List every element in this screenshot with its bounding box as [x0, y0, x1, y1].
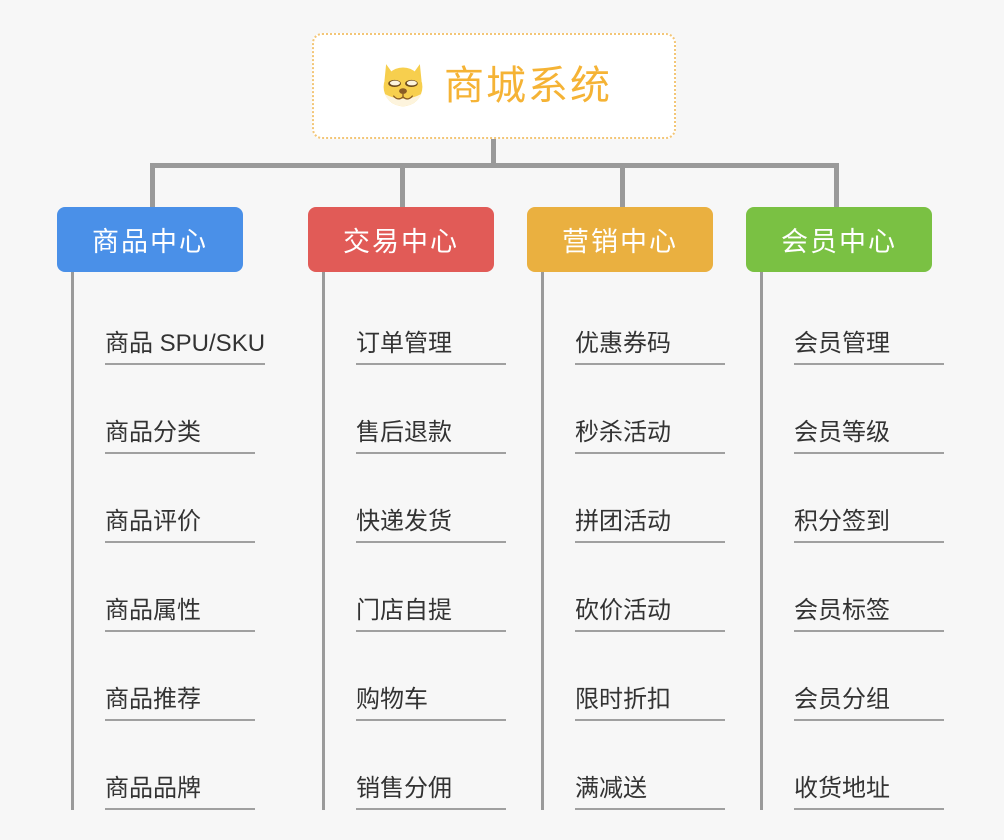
list-item[interactable]: 售后退款	[356, 365, 506, 454]
list-item[interactable]: 积分签到	[794, 454, 944, 543]
leaf-label: 满减送	[575, 775, 725, 810]
leaf-label: 销售分佣	[356, 775, 506, 810]
leaf-label: 订单管理	[356, 330, 506, 365]
leaf-label: 积分签到	[794, 508, 944, 543]
connector-drop-4	[834, 163, 839, 209]
list-item[interactable]: 限时折扣	[575, 632, 725, 721]
leaf-label: 砍价活动	[575, 597, 725, 632]
leaf-label: 门店自提	[356, 597, 506, 632]
list-item[interactable]: 优惠券码	[575, 276, 725, 365]
list-item[interactable]: 订单管理	[356, 276, 506, 365]
leaf-label: 拼团活动	[575, 508, 725, 543]
connector-drop-2	[400, 163, 405, 209]
category-header-label: 会员中心	[781, 227, 897, 257]
leaf-label: 商品推荐	[105, 686, 255, 721]
list-item[interactable]: 门店自提	[356, 543, 506, 632]
category-header-label: 商品中心	[92, 227, 208, 257]
list-item[interactable]: 会员等级	[794, 365, 944, 454]
leaf-label: 会员等级	[794, 419, 944, 454]
list-item[interactable]: 秒杀活动	[575, 365, 725, 454]
list-item[interactable]: 满减送	[575, 721, 725, 810]
list-item[interactable]: 会员管理	[794, 276, 944, 365]
list-item[interactable]: 拼团活动	[575, 454, 725, 543]
root-title: 商城系统	[444, 64, 612, 108]
list-item[interactable]: 商品品牌	[105, 721, 265, 810]
leaf-label: 商品属性	[105, 597, 255, 632]
list-item[interactable]: 购物车	[356, 632, 506, 721]
root-node[interactable]: 商城系统	[312, 33, 676, 139]
connector-horizontal-bar	[150, 163, 839, 168]
leaf-list-marketing: 优惠券码 秒杀活动 拼团活动 砍价活动 限时折扣 满减送	[541, 272, 725, 810]
leaf-list-product: 商品 SPU/SKU 商品分类 商品评价 商品属性 商品推荐 商品品牌	[71, 272, 266, 810]
connector-drop-3	[620, 163, 625, 209]
leaf-list-member: 会员管理 会员等级 积分签到 会员标签 会员分组 收货地址	[760, 272, 944, 810]
category-header-member[interactable]: 会员中心	[746, 207, 932, 272]
shiba-dog-face-icon	[376, 59, 430, 113]
list-item[interactable]: 商品推荐	[105, 632, 265, 721]
list-item[interactable]: 快递发货	[356, 454, 506, 543]
leaf-label: 售后退款	[356, 419, 506, 454]
category-header-marketing[interactable]: 营销中心	[527, 207, 713, 272]
category-column-product: 商品中心 商品 SPU/SKU 商品分类 商品评价 商品属性 商品推荐 商品品牌	[57, 207, 266, 810]
leaf-label: 快递发货	[356, 508, 506, 543]
leaf-label: 优惠券码	[575, 330, 725, 365]
leaf-label: 购物车	[356, 686, 506, 721]
leaf-label: 会员标签	[794, 597, 944, 632]
category-header-product[interactable]: 商品中心	[57, 207, 243, 272]
list-item[interactable]: 商品评价	[105, 454, 265, 543]
category-column-marketing: 营销中心 优惠券码 秒杀活动 拼团活动 砍价活动 限时折扣 满减送	[527, 207, 725, 810]
list-item[interactable]: 砍价活动	[575, 543, 725, 632]
category-column-trade: 交易中心 订单管理 售后退款 快递发货 门店自提 购物车 销售分佣	[308, 207, 506, 810]
list-item[interactable]: 收货地址	[794, 721, 944, 810]
list-item[interactable]: 商品分类	[105, 365, 265, 454]
category-header-trade[interactable]: 交易中心	[308, 207, 494, 272]
leaf-label: 收货地址	[794, 775, 944, 810]
list-item[interactable]: 销售分佣	[356, 721, 506, 810]
category-header-label: 营销中心	[562, 227, 678, 257]
leaf-label: 商品 SPU/SKU	[105, 330, 266, 365]
leaf-label: 会员分组	[794, 686, 944, 721]
leaf-list-trade: 订单管理 售后退款 快递发货 门店自提 购物车 销售分佣	[322, 272, 506, 810]
list-item[interactable]: 会员标签	[794, 543, 944, 632]
leaf-label: 秒杀活动	[575, 419, 725, 454]
list-item[interactable]: 会员分组	[794, 632, 944, 721]
leaf-label: 商品评价	[105, 508, 255, 543]
category-column-member: 会员中心 会员管理 会员等级 积分签到 会员标签 会员分组 收货地址	[746, 207, 944, 810]
list-item[interactable]: 商品 SPU/SKU	[105, 276, 266, 365]
connector-drop-1	[150, 163, 155, 209]
leaf-label: 商品分类	[105, 419, 255, 454]
category-header-label: 交易中心	[343, 227, 459, 257]
connector-root-stem	[491, 139, 496, 165]
leaf-label: 商品品牌	[105, 775, 255, 810]
leaf-label: 限时折扣	[575, 686, 725, 721]
leaf-label: 会员管理	[794, 330, 944, 365]
list-item[interactable]: 商品属性	[105, 543, 265, 632]
